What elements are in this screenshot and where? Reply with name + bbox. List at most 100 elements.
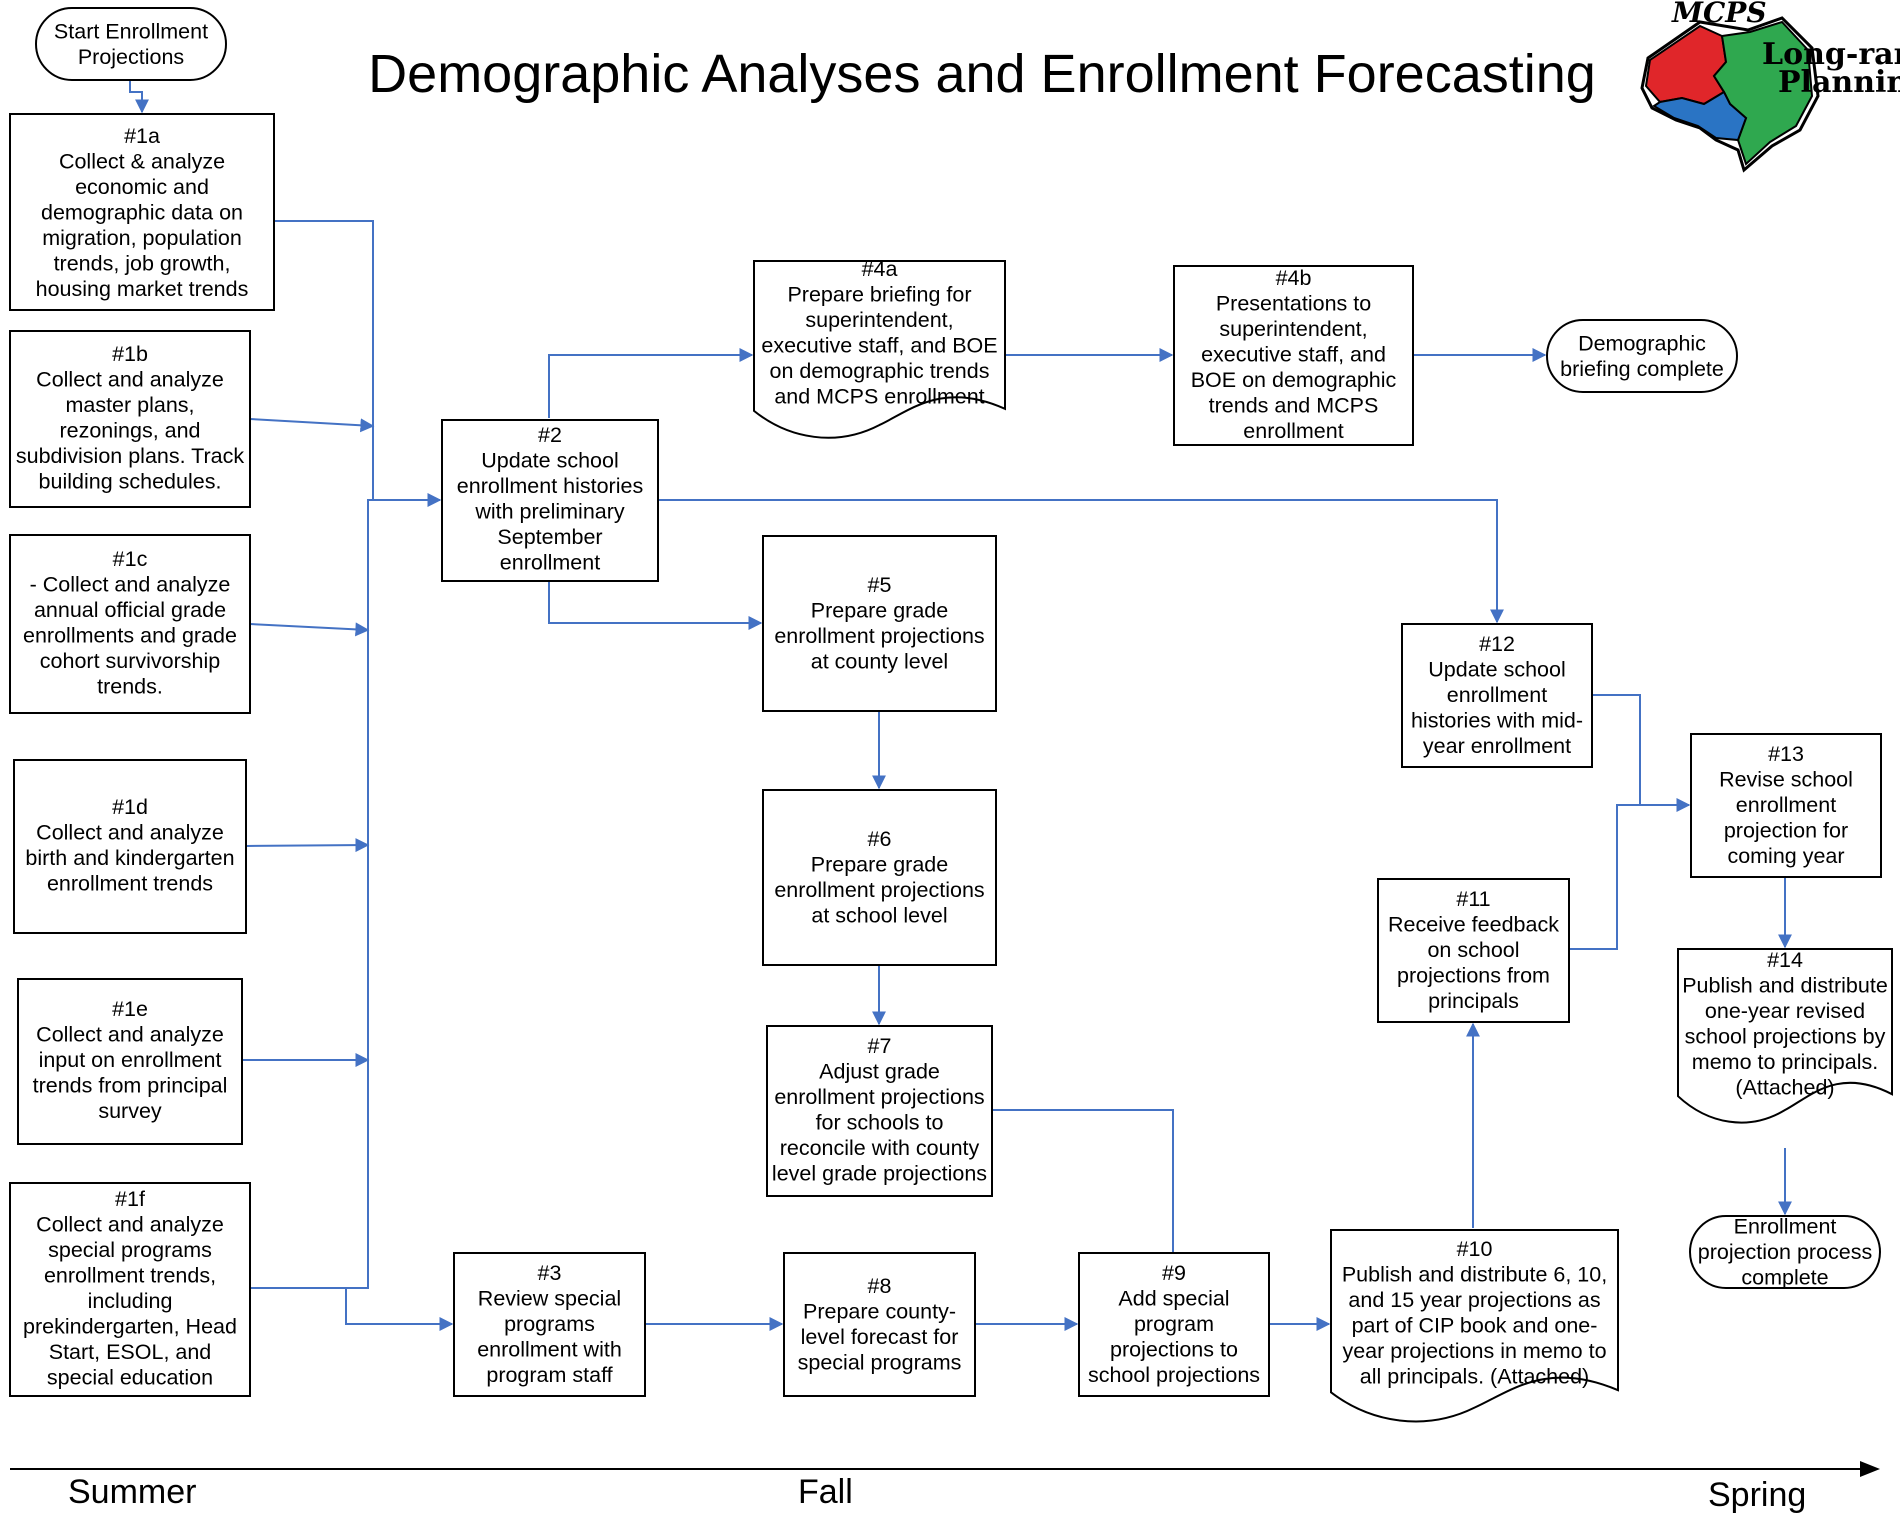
- node-n1c-line: - Collect and analyze: [30, 573, 231, 597]
- node-n2-line: enrollment: [500, 551, 600, 575]
- node-n2-line: Update school: [481, 449, 618, 473]
- logo-blue-piece: [1652, 90, 1748, 142]
- node-n6-shape: [762, 789, 997, 966]
- node-n2-line: with preliminary: [474, 500, 625, 524]
- node-n4a-line: Prepare briefing for: [787, 283, 971, 307]
- node-n10-line: and 15 year projections as: [1348, 1288, 1600, 1312]
- node-n8-line: Prepare county-: [803, 1300, 956, 1324]
- node-n4a-line: #4a: [862, 257, 898, 281]
- node-n1e-shape: [17, 978, 243, 1145]
- node-n1a-shape: [9, 113, 275, 311]
- node-n11-line: Receive feedback: [1388, 913, 1559, 937]
- node-n4b-shape: [1173, 265, 1414, 446]
- node-n4a-line: superintendent,: [805, 308, 953, 332]
- node-n9-line: #9: [1162, 1261, 1186, 1285]
- node-n9-line: Add special: [1118, 1287, 1229, 1311]
- node-n1e-line: trends from principal: [33, 1074, 228, 1098]
- node-n3-line: Review special: [478, 1287, 621, 1311]
- timeline: Summer Fall Spring: [10, 1461, 1880, 1514]
- edge-1a-2: [272, 220, 442, 507]
- node-n1c-line: trends.: [97, 675, 163, 699]
- node-n11-line: principals: [1428, 989, 1519, 1013]
- edge-1d-bus: [245, 838, 370, 853]
- node-n12-line: year enrollment: [1423, 734, 1571, 758]
- node-n3-shape: [453, 1252, 646, 1397]
- node-n1f-line: Collect and analyze: [36, 1213, 224, 1237]
- mcps-logo: MCPS Long-ran Plannin: [1640, 0, 1900, 173]
- node-n4b-line: #4b: [1276, 266, 1312, 290]
- edge-2-4a: [548, 348, 754, 418]
- node-n13-shape: [1690, 733, 1882, 878]
- node-n1a-line: economic and: [75, 175, 209, 199]
- node-n6-line: Prepare grade: [811, 853, 948, 877]
- node-n7-line: for schools to: [816, 1111, 944, 1135]
- node-n14-line: (Attached): [1735, 1076, 1834, 1100]
- node-n4b-line: BOE on demographic: [1191, 368, 1397, 392]
- node-end-process-line: projection process: [1698, 1240, 1872, 1264]
- node-n3-line: program staff: [486, 1363, 612, 1387]
- node-n9-line: school projections: [1088, 1363, 1260, 1387]
- node-n7-line: level grade projections: [772, 1162, 987, 1186]
- node-n5-line: Prepare grade: [811, 599, 948, 623]
- node-n14-line: #14: [1767, 948, 1803, 972]
- node-n9-line: projections to: [1110, 1338, 1238, 1362]
- node-n1f-shape: [9, 1182, 251, 1397]
- logo-red-piece: [1644, 24, 1728, 106]
- node-n1c-line: cohort survivorship: [40, 649, 220, 673]
- node-start-shape: [35, 7, 227, 81]
- node-n4b-line: superintendent,: [1219, 317, 1367, 341]
- edge-2-5: [548, 581, 763, 630]
- node-n1d-line: enrollment trends: [47, 872, 213, 896]
- node-n4b-line: Presentations to: [1216, 292, 1371, 316]
- edge-2-12: [657, 499, 1504, 624]
- node-end-briefing-shape: [1546, 319, 1738, 393]
- edge-1c-bus: [249, 622, 370, 637]
- timeline-arrowhead: [1860, 1461, 1880, 1477]
- timeline-start-label: Summer: [68, 1473, 196, 1511]
- logo-green-piece: [1712, 20, 1814, 166]
- node-n7-line: Adjust grade: [819, 1060, 940, 1084]
- node-n7-line: reconcile with county: [780, 1136, 980, 1160]
- node-n13-line: projection for: [1724, 819, 1848, 843]
- node-n1e-line: Collect and analyze: [36, 1023, 224, 1047]
- node-n10-line: #10: [1457, 1237, 1493, 1261]
- node-n1f-line: Start, ESOL, and: [49, 1340, 212, 1364]
- node-n8-shape: [783, 1252, 976, 1397]
- logo-line2-text: Plannin: [1778, 65, 1900, 100]
- node-n4b-line: executive staff, and: [1201, 343, 1386, 367]
- node-n1a-line: housing market trends: [36, 277, 249, 301]
- node-n10-shape: [1330, 1229, 1619, 1423]
- node-n6-line: at school level: [811, 904, 947, 928]
- node-n4b-line: trends and MCPS: [1209, 394, 1379, 418]
- node-n4a-line: on demographic trends: [770, 359, 990, 383]
- node-n13-line: #13: [1768, 742, 1804, 766]
- node-n11-line: projections from: [1397, 964, 1550, 988]
- node-n1d-shape: [13, 759, 247, 934]
- node-n3-line: programs: [504, 1312, 595, 1336]
- node-n8-line: #8: [868, 1274, 892, 1298]
- edge-12-13: [1592, 694, 1641, 805]
- node-n1f-line: special education: [47, 1366, 213, 1390]
- node-n5-line: #5: [868, 573, 892, 597]
- node-n1c-line: enrollments and grade: [23, 624, 237, 648]
- node-end-process-shape: [1689, 1215, 1881, 1289]
- node-n10-line: Publish and distribute 6, 10,: [1342, 1263, 1607, 1287]
- node-end-process-line: Enrollment: [1734, 1215, 1837, 1239]
- node-n12-line: histories with mid-: [1411, 709, 1583, 733]
- node-n13-line: enrollment: [1736, 793, 1836, 817]
- node-n9-line: program: [1134, 1312, 1214, 1336]
- logo-line1-text: Long-ran: [1762, 37, 1900, 72]
- node-n11-line: #11: [1456, 887, 1490, 911]
- node-n4a-line: and MCPS enrollment: [774, 385, 984, 409]
